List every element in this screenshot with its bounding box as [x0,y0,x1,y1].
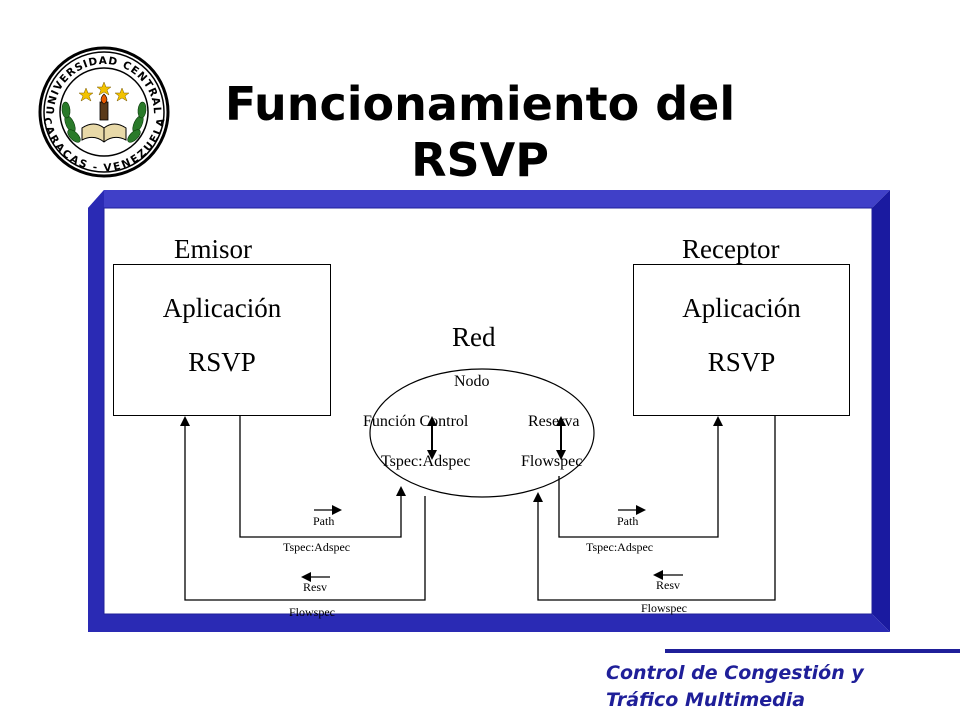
receiver-label: Receptor [682,234,780,264]
node-title: Nodo [454,373,490,390]
network-label: Red [452,322,496,352]
footer-line-1: Control de Congestión y [606,662,864,684]
sender-application-label: Aplicación [162,293,282,323]
footer-line-2: Tráfico Multimedia [606,689,806,711]
node-reserve-label: Reserva [528,413,580,430]
node-function-control-label: Función Control [363,413,469,430]
sender-rsvp-label: RSVP [188,347,256,377]
left-resv-label: Resv [303,580,327,594]
left-resv-spec-label: Flowspec [289,605,335,619]
footer-course-title: Control de Congestión y Tráfico Multimed… [606,660,936,714]
receiver-application-box: Aplicación RSVP [633,264,850,416]
sender-label: Emisor [174,234,252,264]
left-path-label: Path [313,514,335,528]
sender-application-box: Aplicación RSVP [113,264,331,416]
left-path-spec-label: Tspec:Adspec [283,540,351,554]
receiver-rsvp-label: RSVP [707,347,776,377]
right-resv-label: Resv [656,578,680,592]
node-flowspec-label: Flowspec [521,453,583,470]
right-path-spec-label: Tspec:Adspec [586,540,654,554]
right-path-label: Path [617,514,639,528]
network-node-ellipse [369,368,595,498]
receiver-application-label: Aplicación [682,293,801,323]
slide-title: Funcionamiento del RSVP [224,77,736,187]
node-tspec-adspec-label: Tspec:Adspec [381,453,471,470]
university-seal-logo: UNIVERSIDAD CENTRAL CARACAS - VENEZUELA [38,46,170,178]
right-resv-spec-label: Flowspec [641,601,687,615]
footer-divider [665,649,960,653]
